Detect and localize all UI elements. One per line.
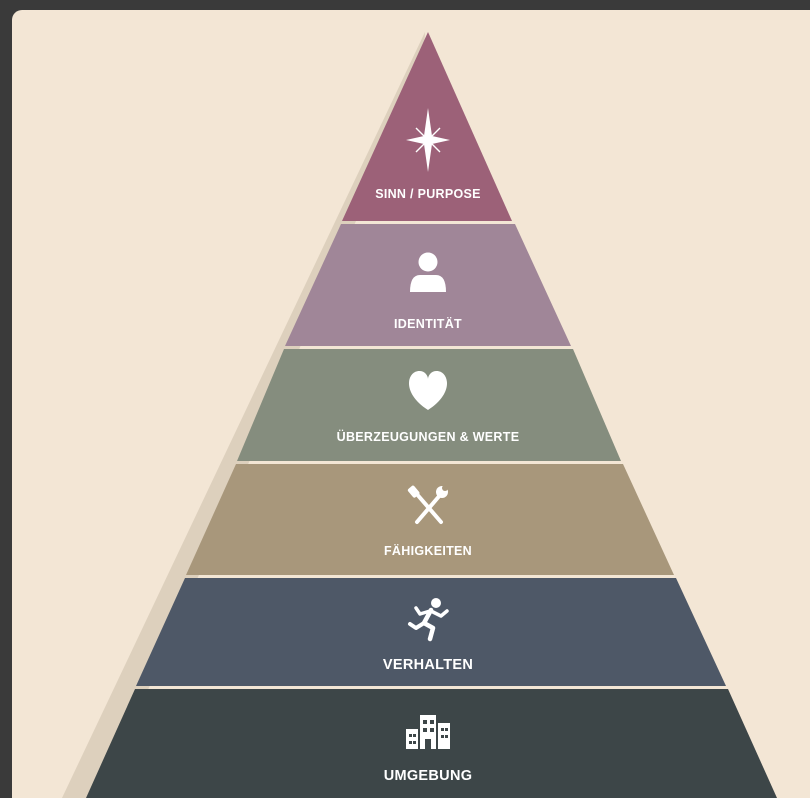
- diagram-canvas: SINN / PURPOSE IDENTITÄT ÜBERZEUGUNGEN &…: [12, 10, 810, 798]
- level-identitaet: IDENTITÄT: [285, 224, 571, 346]
- pyramid-shadow: [62, 32, 425, 798]
- person-icon: [410, 252, 446, 292]
- level-ueberzeugungen-werte: ÜBERZEUGUNGEN & WERTE: [237, 349, 621, 461]
- tools-icon: [407, 485, 448, 524]
- level-sinn-purpose: SINN / PURPOSE: [342, 32, 512, 221]
- pyramid-diagram: SINN / PURPOSE IDENTITÄT ÜBERZEUGUNGEN &…: [62, 32, 777, 798]
- level-label: SINN / PURPOSE: [375, 187, 481, 201]
- level-label: VERHALTEN: [383, 657, 473, 673]
- level-label: FÄHIGKEITEN: [384, 543, 472, 558]
- running-person-icon: [408, 598, 449, 642]
- sparkle-star-icon: [406, 108, 450, 172]
- level-faehigkeiten: FÄHIGKEITEN: [186, 464, 674, 575]
- buildings-icon: [406, 715, 450, 749]
- level-band: [186, 464, 674, 575]
- level-verhalten: VERHALTEN: [136, 578, 726, 686]
- level-label: IDENTITÄT: [394, 316, 462, 331]
- level-label: UMGEBUNG: [384, 768, 473, 784]
- level-umgebung: UMGEBUNG: [86, 689, 777, 798]
- level-label: ÜBERZEUGUNGEN & WERTE: [337, 429, 520, 444]
- heart-icon: [409, 370, 447, 410]
